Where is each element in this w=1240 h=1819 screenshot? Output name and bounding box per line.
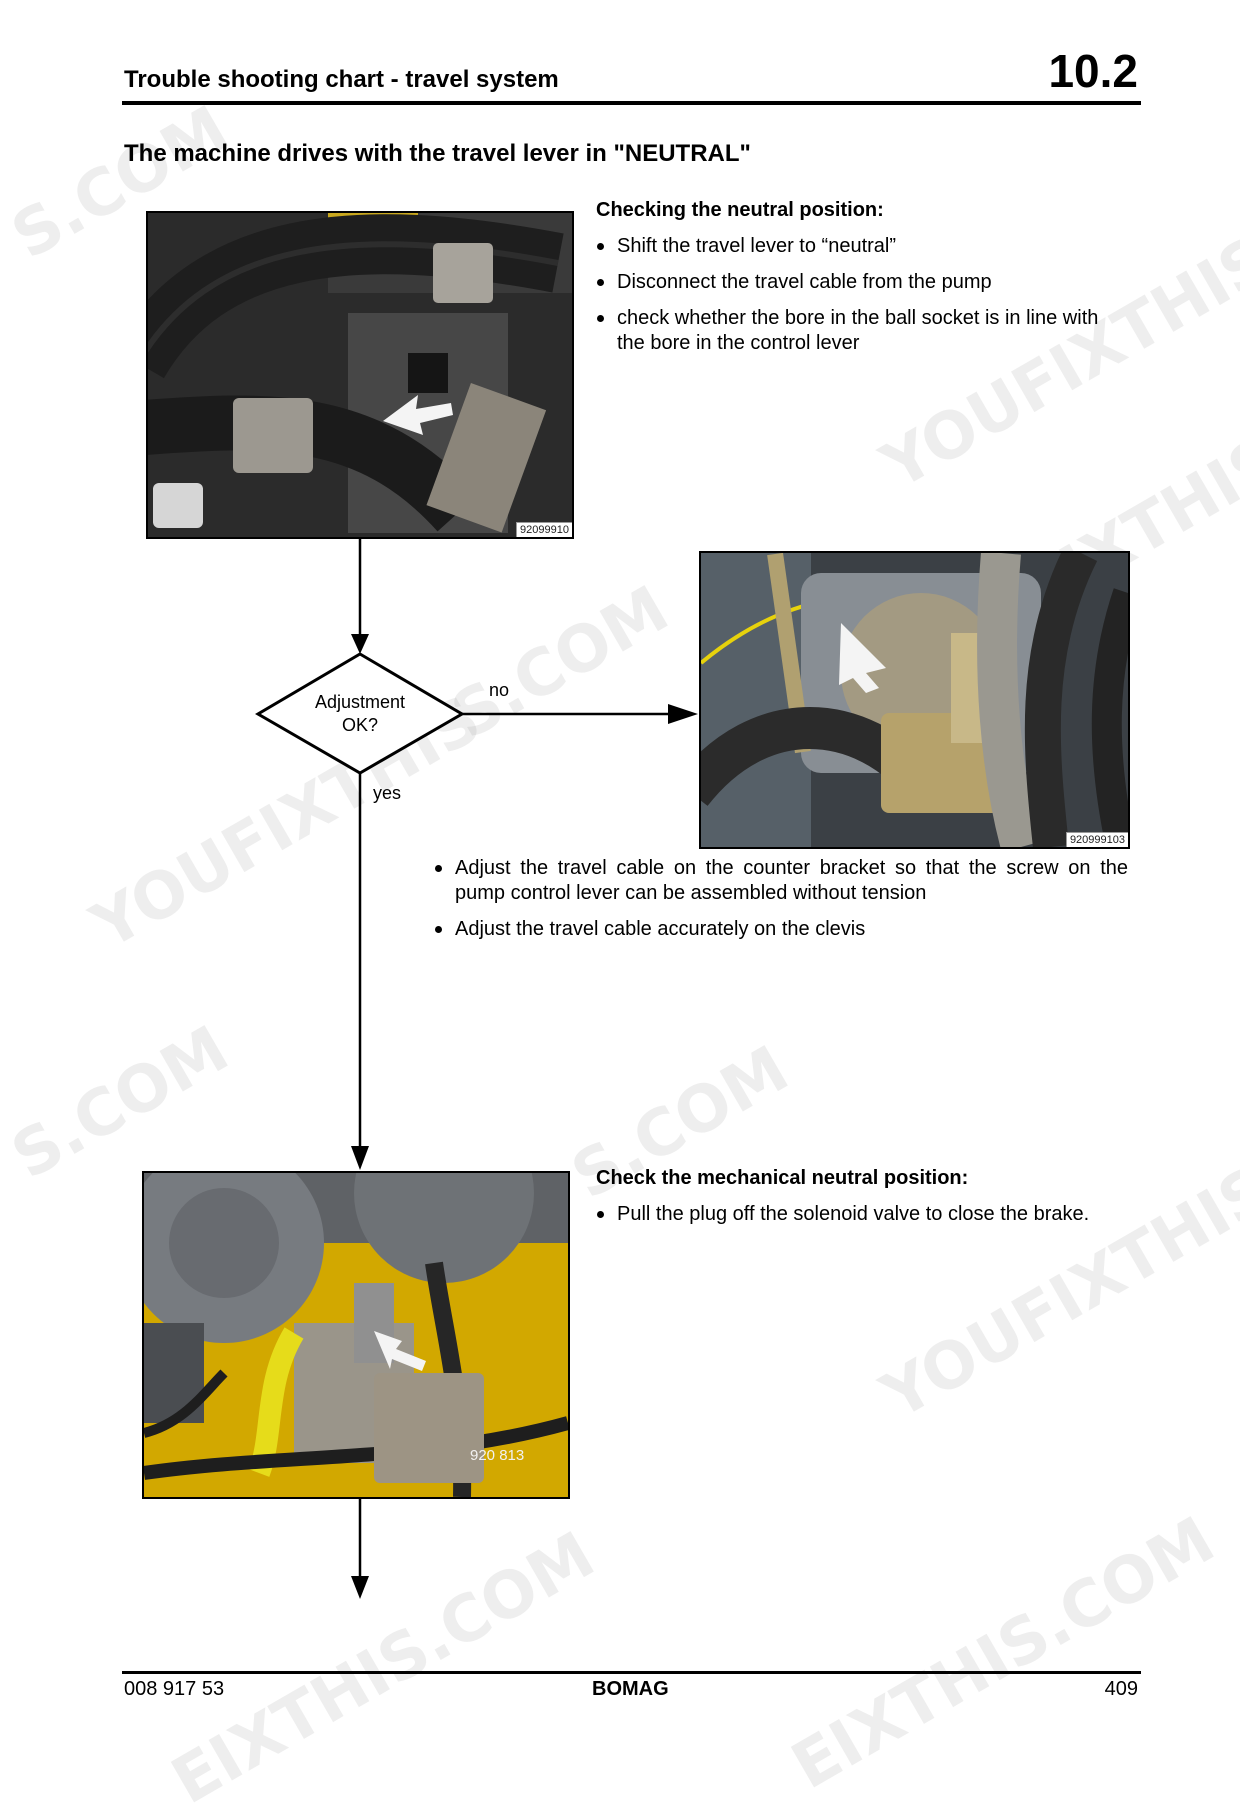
doc-number: 008 917 53 xyxy=(124,1678,225,1700)
bullet-item: Adjust the travel cable on the counter b… xyxy=(434,856,1128,906)
brand: BOMAG xyxy=(592,1678,669,1700)
no-label: no xyxy=(489,680,510,700)
photo-counter-bracket: 920999103 xyxy=(699,551,1130,849)
step1-title: Checking the neutral position: xyxy=(596,199,884,221)
footer-rule xyxy=(122,1671,1141,1674)
step2-title: Check the mechanical neutral position: xyxy=(596,1167,969,1189)
photo-id: 920 813 xyxy=(470,1447,525,1464)
photo-travel-cable-pump: 92099910 xyxy=(146,211,574,539)
bullet-item: Pull the plug off the solenoid valve to … xyxy=(596,1202,1128,1227)
header-title: Trouble shooting chart - travel system xyxy=(124,66,559,93)
decision-label: Adjustment OK? xyxy=(300,691,420,737)
section-number: 10.2 xyxy=(1048,45,1138,97)
bullet-item: check whether the bore in the ball socke… xyxy=(596,306,1128,356)
photo-solenoid-valve: 920 813 xyxy=(142,1171,570,1499)
photo-id: 92099910 xyxy=(516,522,572,537)
header-rule xyxy=(122,101,1141,105)
yes-label: yes xyxy=(373,783,402,803)
page-heading: The machine drives with the travel lever… xyxy=(124,140,751,167)
step1-bullets: Shift the travel lever to “neutral” Disc… xyxy=(596,234,1128,367)
bullet-item: Disconnect the travel cable from the pum… xyxy=(596,270,1128,295)
step2-bullets: Pull the plug off the solenoid valve to … xyxy=(596,1202,1128,1238)
adjust-bullets: Adjust the travel cable on the counter b… xyxy=(434,856,1128,953)
decision-line: OK? xyxy=(341,715,379,735)
bullet-item: Adjust the travel cable accurately on th… xyxy=(434,917,1128,942)
flowchart-lines xyxy=(255,537,698,1599)
photo-id: 920999103 xyxy=(1065,832,1128,847)
decision-line: Adjustment xyxy=(314,692,406,712)
bullet-item: Shift the travel lever to “neutral” xyxy=(596,234,1128,259)
page-number: 409 xyxy=(1104,1678,1138,1700)
